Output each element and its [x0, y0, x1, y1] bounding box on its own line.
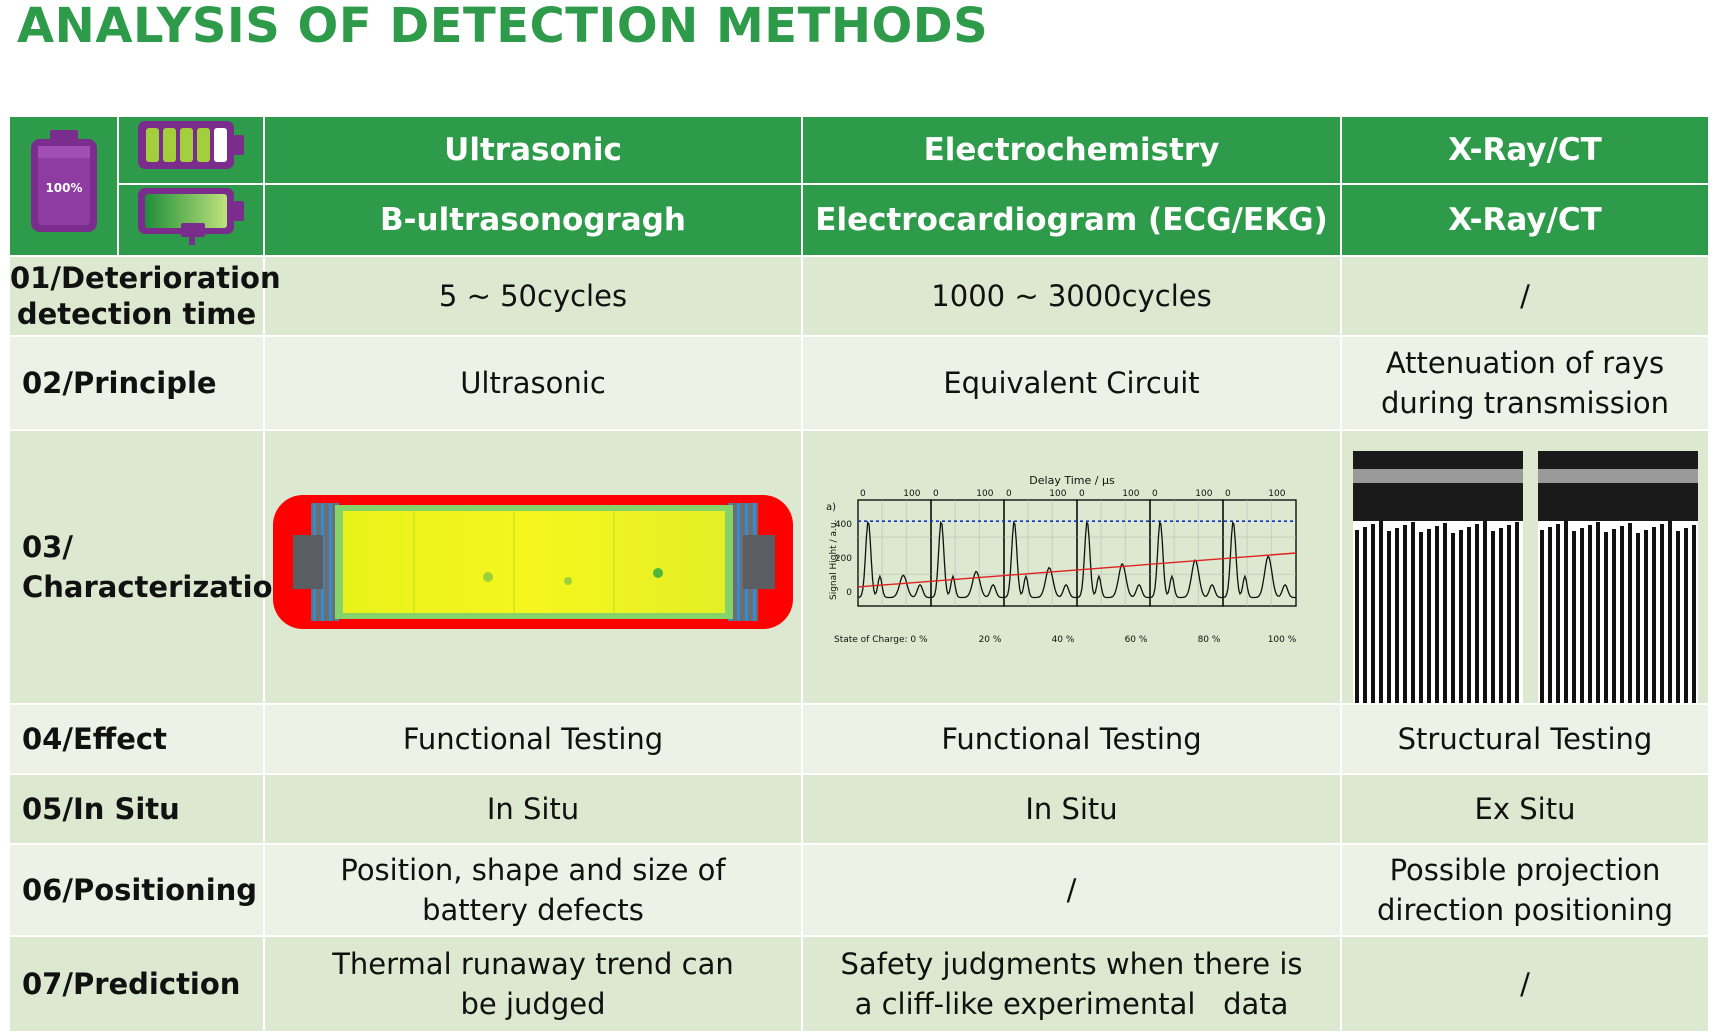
- cell-prediction-ultrasonic: Thermal runaway trend can be judged: [263, 935, 803, 1033]
- cell-characterization-electrochemistry: Delay Time / µs a) Signal Hight / a.u. 0…: [801, 429, 1342, 705]
- battery-level-icon-cell: [117, 115, 265, 185]
- ecg-waveform: [1222, 520, 1296, 599]
- ecg-soc-label: 80 %: [1197, 635, 1220, 645]
- ecg-soc-label: 20 %: [978, 635, 1001, 645]
- battery-level-icon: [138, 121, 244, 169]
- cell-in-situ-ultrasonic: In Situ: [263, 773, 803, 845]
- ecg-waveform: [930, 520, 1004, 599]
- page-title: ANALYSIS OF DETECTION METHODS: [17, 0, 989, 54]
- battery-percent-label: 100%: [45, 181, 82, 195]
- table-row: 03/ Characterization: [8, 429, 1710, 705]
- ecg-signal-chart: Delay Time / µs a) Signal Hight / a.u. 0…: [826, 474, 1297, 645]
- technique-xray: X-Ray/CT: [1340, 183, 1710, 257]
- ecg-top-tick: 0: [1225, 489, 1231, 499]
- table-row: 02/Principle Ultrasonic Equivalent Circu…: [8, 335, 1710, 431]
- technique-b-ultrasonograph: B-ultrasonogragh: [263, 183, 803, 257]
- ecg-soc-label: 100 %: [1267, 635, 1296, 645]
- cell-principle-xray: Attenuation of rays during transmission: [1340, 335, 1710, 431]
- ecg-panel-frame: [1075, 499, 1151, 607]
- cell-principle-electrochemistry: Equivalent Circuit: [801, 335, 1342, 431]
- ecg-top-tick: 0: [860, 489, 866, 499]
- battery-full-icon: 100%: [30, 130, 97, 232]
- ecg-top-tick: 0: [933, 489, 939, 499]
- row-label-detection-time: 01/Deterioration detection time: [8, 255, 281, 337]
- ecg-top-tick: 0: [1079, 489, 1085, 499]
- battery-charging-icon: [138, 188, 244, 245]
- cell-in-situ-electrochemistry: In Situ: [801, 773, 1342, 845]
- cell-in-situ-xray: Ex Situ: [1340, 773, 1710, 845]
- ecg-y-axis-title: Signal Hight / a.u.: [829, 520, 839, 600]
- cell-detection-time-ultrasonic: 5 ~ 50cycles: [263, 255, 803, 337]
- ecg-top-tick: 0: [1152, 489, 1158, 499]
- ecg-soc-label: 40 %: [1051, 635, 1074, 645]
- ecg-trend-line: [857, 552, 1296, 588]
- ecg-panel-label: a): [826, 502, 836, 513]
- xray-image-right: [1537, 451, 1698, 703]
- ecg-panel-frame: [1221, 499, 1297, 607]
- ecg-top-axis-title: Delay Time / µs: [1029, 474, 1115, 487]
- cell-effect-electrochemistry: Functional Testing: [801, 703, 1342, 775]
- method-electrochemistry: Electrochemistry: [801, 115, 1342, 185]
- row-label-in-situ: 05/In Situ: [8, 773, 265, 845]
- table-row: 01/Deterioration detection time 5 ~ 50cy…: [8, 255, 1710, 337]
- cell-characterization-xray: [1340, 429, 1710, 705]
- cell-characterization-ultrasonic: [263, 429, 803, 705]
- comparison-table: 100% Ultrasonic Electrochemistry X-Ray/C…: [8, 115, 1710, 1033]
- table-row: 05/In Situ In Situ In Situ Ex Situ: [8, 773, 1710, 845]
- ecg-panel-frame: [1002, 499, 1078, 607]
- ecg-waveform: [1076, 520, 1150, 599]
- table-row: 04/Effect Functional Testing Functional …: [8, 703, 1710, 775]
- ecg-soc-label: State of Charge: 0 %: [834, 635, 928, 645]
- cell-detection-time-electrochemistry: 1000 ~ 3000cycles: [801, 255, 1342, 337]
- method-ultrasonic: Ultrasonic: [263, 115, 803, 185]
- ecg-top-tick: 100: [1049, 489, 1066, 499]
- ecg-top-tick: 100: [976, 489, 993, 499]
- cell-positioning-ultrasonic: Position, shape and size of battery defe…: [263, 843, 803, 937]
- row-label-principle: 02/Principle: [8, 335, 265, 431]
- ecg-y-tick: 400: [834, 520, 851, 530]
- cell-effect-ultrasonic: Functional Testing: [263, 703, 803, 775]
- row-label-effect: 04/Effect: [8, 703, 265, 775]
- xray-image-left: [1352, 451, 1523, 703]
- ecg-panel-frame: [929, 499, 1005, 607]
- cell-prediction-xray: /: [1340, 935, 1710, 1033]
- cell-positioning-electrochemistry: /: [801, 843, 1342, 937]
- ecg-panel-frame: [856, 499, 932, 607]
- row-label-prediction: 07/Prediction: [8, 935, 265, 1033]
- ecg-y-tick: 0: [846, 588, 852, 598]
- table-row: 06/Positioning Position, shape and size …: [8, 843, 1710, 937]
- ecg-soc-label: 60 %: [1124, 635, 1147, 645]
- ecg-waveform: [857, 520, 931, 599]
- ecg-waveform: [1149, 520, 1223, 599]
- ecg-top-tick: 100: [1122, 489, 1139, 499]
- battery-plug-icon-cell: [117, 183, 265, 257]
- ecg-top-tick: 100: [1268, 489, 1285, 499]
- cell-effect-xray: Structural Testing: [1340, 703, 1710, 775]
- row-label-characterization: 03/ Characterization: [8, 429, 293, 705]
- ultrasonic-scan-image: [273, 495, 793, 629]
- row-label-positioning: 06/Positioning: [8, 843, 265, 937]
- battery-full-icon-cell: 100%: [8, 115, 119, 257]
- technique-ecg: Electrocardiogram (ECG/EKG): [801, 183, 1342, 257]
- method-xray: X-Ray/CT: [1340, 115, 1710, 185]
- table-row: 07/Prediction Thermal runaway trend can …: [8, 935, 1710, 1033]
- cell-detection-time-xray: /: [1340, 255, 1710, 337]
- cell-positioning-xray: Possible projection direction positionin…: [1340, 843, 1710, 937]
- ecg-y-tick: 200: [834, 554, 851, 564]
- ecg-waveform: [1003, 520, 1077, 599]
- ecg-top-tick: 100: [903, 489, 920, 499]
- ecg-top-tick: 100: [1195, 489, 1212, 499]
- cell-principle-ultrasonic: Ultrasonic: [263, 335, 803, 431]
- ecg-panel-frame: [1148, 499, 1224, 607]
- ecg-top-tick: 0: [1006, 489, 1012, 499]
- cell-prediction-electrochemistry: Safety judgments when there is a cliff-l…: [801, 935, 1342, 1033]
